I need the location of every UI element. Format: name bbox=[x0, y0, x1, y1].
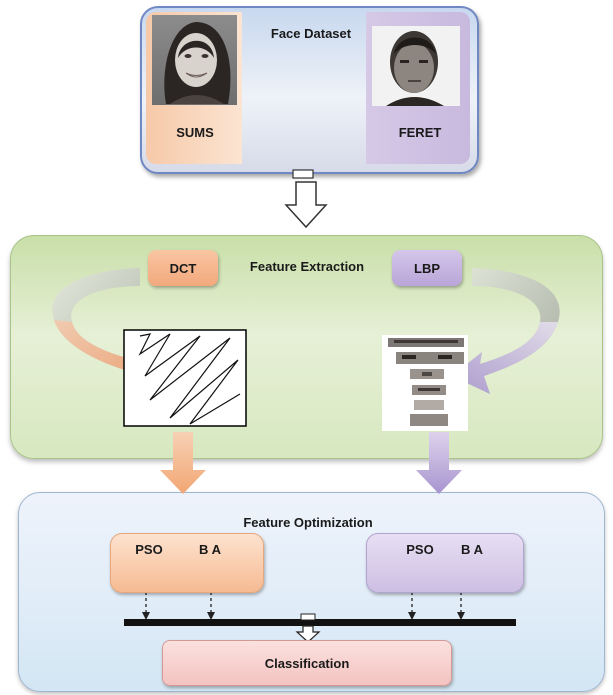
left-pso-label: PSO bbox=[135, 542, 163, 557]
right-optimizer-box bbox=[366, 533, 524, 593]
classification-box: Classification bbox=[162, 640, 452, 686]
dct-down-arrow bbox=[160, 432, 206, 494]
left-ba-label: B A bbox=[199, 542, 221, 557]
right-pso-label: PSO bbox=[406, 542, 434, 557]
feature-extraction-title: Feature Extraction bbox=[249, 259, 365, 274]
feret-label: FERET bbox=[398, 125, 442, 140]
dataset-to-extraction-arrow bbox=[284, 169, 328, 229]
feature-optimization-title: Feature Optimization bbox=[243, 515, 373, 530]
dct-label: DCT bbox=[169, 260, 197, 276]
lbp-down-arrow bbox=[416, 432, 462, 494]
bar-to-classification-arrow bbox=[295, 613, 321, 643]
left-optimizer-box bbox=[110, 533, 264, 593]
lbp-method-box: LBP bbox=[392, 250, 462, 286]
lbp-label: LBP bbox=[414, 260, 440, 276]
optimization-dashed-arrows bbox=[142, 592, 465, 620]
face-dataset-title: Face Dataset bbox=[270, 26, 352, 41]
sums-face-photo bbox=[152, 15, 237, 105]
fusion-bar bbox=[124, 619, 516, 626]
sums-label: SUMS bbox=[176, 125, 214, 140]
feret-face-photo bbox=[372, 26, 460, 106]
dct-zigzag-scan-image bbox=[123, 329, 247, 427]
classification-label: Classification bbox=[264, 655, 350, 671]
lbp-curved-arrow bbox=[452, 268, 560, 394]
lbp-face-strips-image bbox=[382, 335, 468, 431]
dct-method-box: DCT bbox=[148, 250, 218, 286]
right-ba-label: B A bbox=[461, 542, 483, 557]
